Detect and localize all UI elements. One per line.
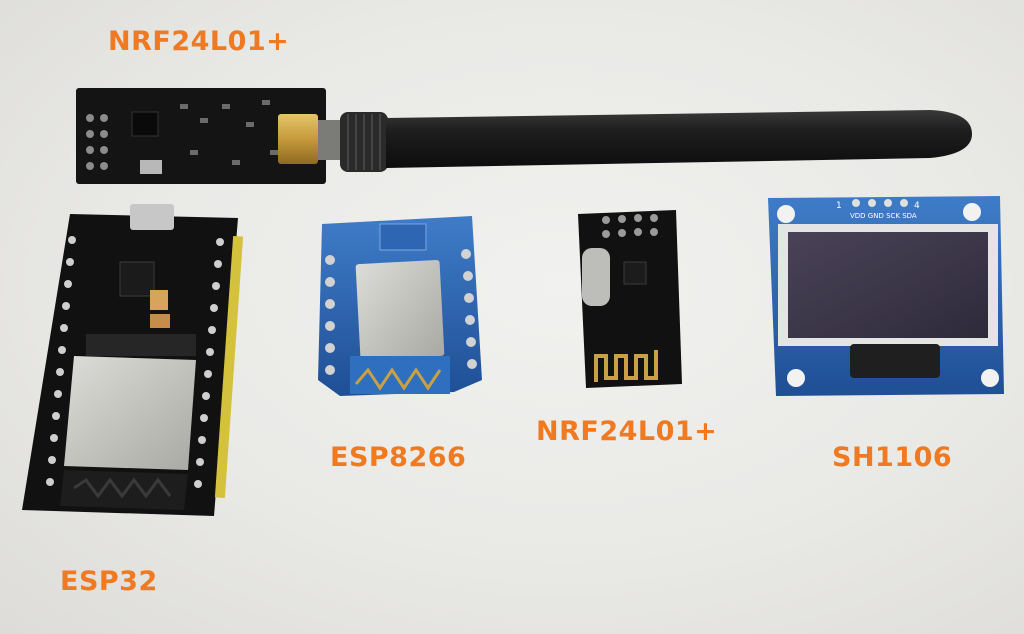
label-esp8266: ESP8266 — [330, 442, 467, 473]
esp32-button-row — [86, 334, 196, 356]
antenna-body — [386, 110, 972, 168]
oled-pin-header — [852, 199, 908, 207]
nrf-pa-chip — [131, 111, 159, 137]
label-sh1106: SH1106 — [832, 442, 953, 473]
label-esp32: ESP32 — [60, 566, 158, 597]
sh1106-oled-module: 1 4 VDD GND SCK SDA — [768, 196, 1004, 396]
nrf24l01-small-module — [578, 210, 682, 388]
esp8266-antenna-area — [350, 356, 450, 394]
esp32-board — [22, 204, 244, 516]
esp32-capacitor-2 — [150, 314, 170, 328]
esp32-right-header — [214, 235, 244, 499]
esp8266-antenna-trace — [354, 367, 442, 391]
esp32-pin-holes — [46, 236, 224, 488]
oled-ribbon-cable — [850, 344, 940, 378]
esp32-capacitor — [150, 290, 168, 310]
nrf-pa-crystal — [140, 160, 162, 174]
esp32-usb-chip — [119, 261, 155, 297]
nrf-small-chip — [623, 261, 647, 285]
esp32-pcb-antenna — [60, 470, 188, 510]
oled-pin-1-label: 1 — [836, 201, 842, 211]
oled-mount-hole-bl — [787, 369, 805, 387]
micro-usb-port — [130, 204, 174, 230]
oled-mount-hole-tl — [777, 205, 795, 223]
label-nrf24l01-small: NRF24L01+ — [536, 416, 718, 447]
oled-pin-labels: VDD GND SCK SDA — [850, 212, 917, 220]
nrf-crystal — [582, 248, 610, 306]
esp8266-shield — [355, 260, 445, 360]
antenna-grip-ridges — [347, 114, 381, 170]
label-nrf24l01-antenna: NRF24L01+ — [108, 26, 290, 57]
esp32-antenna-trace — [73, 477, 172, 499]
esp8266-reset-area — [379, 223, 427, 251]
oled-mount-hole-tr — [963, 203, 981, 221]
nrf24l01-pa-module — [76, 88, 972, 184]
oled-screen — [788, 232, 988, 338]
sma-connector — [278, 114, 318, 164]
nrf-pa-pin-header — [86, 114, 108, 170]
oled-pin-4-label: 4 — [914, 201, 920, 211]
esp8266-pin-holes — [325, 249, 477, 375]
oled-mount-hole-br — [981, 369, 999, 387]
nrf-pa-components — [180, 100, 278, 165]
nrf-small-pin-header — [602, 214, 658, 238]
nrf-small-antenna-trace — [594, 350, 658, 382]
esp8266-board — [318, 216, 482, 396]
esp32-wroom-shield — [64, 356, 196, 470]
